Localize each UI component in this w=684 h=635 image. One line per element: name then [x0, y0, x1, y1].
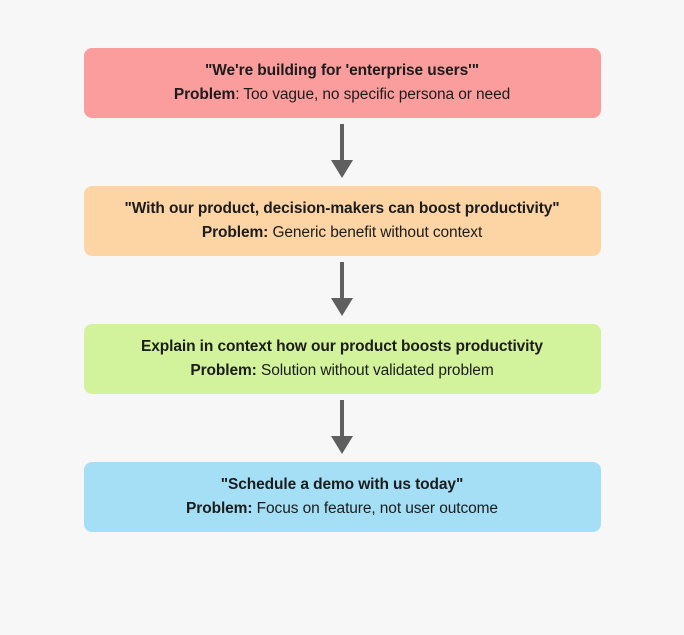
problem-separator: :: [251, 361, 257, 379]
problem-separator: :: [247, 499, 253, 517]
problem-text: Solution without validated problem: [260, 361, 494, 379]
node-problem-line: Problem: Focus on feature, not user outc…: [186, 499, 498, 520]
arrow-down-icon: [327, 400, 357, 455]
problem-separator: :: [235, 85, 240, 103]
node-headline: "Schedule a demo with us today": [220, 475, 464, 493]
problem-label: Problem: [186, 499, 248, 517]
problem-label: Problem: [201, 223, 264, 241]
node-headline: Explain in context how our product boost…: [141, 337, 543, 355]
node-problem-line: Problem: Solution without validated prob…: [190, 361, 493, 382]
arrow-down-icon: [327, 124, 357, 179]
node-headline: "We're building for 'enterprise users'": [205, 61, 479, 79]
arrow-down-icon: [327, 262, 357, 317]
node-problem-line: Problem: Too vague, no specific persona …: [174, 85, 510, 106]
flow-node-2: "With our product, decision-makers can b…: [83, 186, 601, 256]
node-headline: "With our product, decision-makers can b…: [124, 199, 560, 217]
flow-node-3: Explain in context how our product boost…: [83, 324, 601, 394]
problem-text: Focus on feature, not user outcome: [256, 499, 498, 517]
flow-node-1: "We're building for 'enterprise users'" P…: [83, 48, 601, 118]
problem-separator: :: [263, 223, 269, 241]
problem-text: Generic benefit without context: [272, 223, 483, 241]
problem-label: Problem: [173, 85, 236, 103]
node-problem-line: Problem: Generic benefit without context: [202, 223, 482, 244]
problem-label: Problem: [190, 361, 252, 379]
problem-text: Too vague, no specific persona or need: [243, 85, 511, 103]
flow-node-4: "Schedule a demo with us today" Problem: …: [83, 462, 601, 532]
